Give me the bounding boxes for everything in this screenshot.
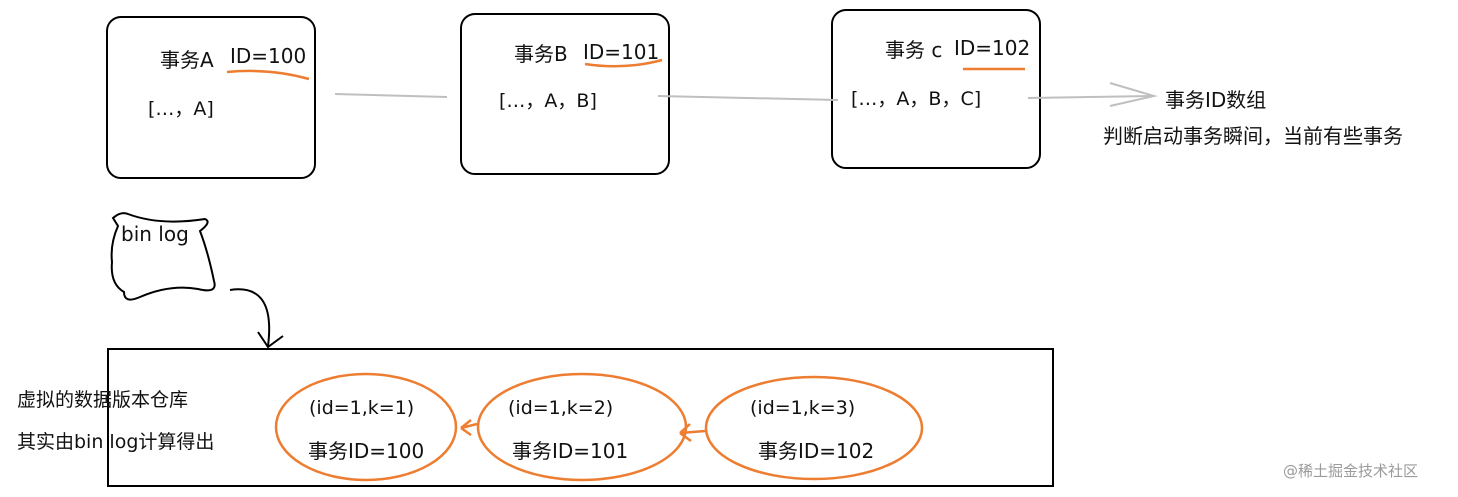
transaction-c-title: 事务 c (885, 38, 943, 62)
version-ellipse-3 (704, 375, 924, 481)
transaction-b-array: […，A，B] (499, 90, 597, 112)
id-underline-b (584, 58, 663, 68)
version-1-row: (id=1,k=1) (309, 397, 415, 419)
connector-arrowhead (1109, 82, 1158, 107)
binlog-sheet (110, 212, 216, 301)
watermark: @稀土掘金技术社区 (1283, 462, 1419, 480)
transaction-c-array: […，A，B，C] (851, 88, 982, 110)
version-3-txid: 事务ID=102 (758, 439, 875, 463)
binlog-arrowhead (257, 331, 284, 349)
version-2-row: (id=1,k=2) (508, 397, 614, 419)
transaction-box-a (106, 16, 316, 179)
connector-a-b (334, 93, 448, 98)
repository-title: 虚拟的数据版本仓库 (17, 389, 189, 411)
transaction-c-id: ID=102 (954, 36, 1031, 60)
transaction-box-c (831, 9, 1041, 169)
version-arrow-2-1 (460, 419, 478, 437)
version-3-row: (id=1,k=3) (750, 397, 856, 419)
transaction-a-array: […，A] (148, 98, 214, 120)
connector-c-array (1027, 95, 1153, 99)
version-2-txid: 事务ID=101 (512, 439, 629, 463)
id-underline-a (226, 69, 310, 81)
binlog-label: bin log (121, 222, 189, 246)
array-note-title: 事务ID数组 (1165, 88, 1267, 112)
version-ellipse-1 (274, 372, 458, 482)
repository-subtitle: 其实由bin log计算得出 (17, 431, 215, 453)
array-note-desc: 判断启动事务瞬间，当前有些事务 (1103, 124, 1403, 148)
binlog-arrow (229, 288, 271, 347)
connector-b-c (657, 95, 839, 101)
transaction-b-id: ID=101 (583, 40, 660, 64)
transaction-a-id: ID=100 (230, 44, 307, 68)
transaction-box-b (460, 13, 670, 175)
transaction-a-title: 事务A (160, 48, 214, 72)
version-arrow-3-2 (679, 423, 706, 443)
version-ellipse-2 (476, 372, 688, 482)
version-repository-box (107, 348, 1054, 487)
transaction-b-title: 事务B (514, 42, 568, 66)
version-1-txid: 事务ID=100 (308, 439, 425, 463)
